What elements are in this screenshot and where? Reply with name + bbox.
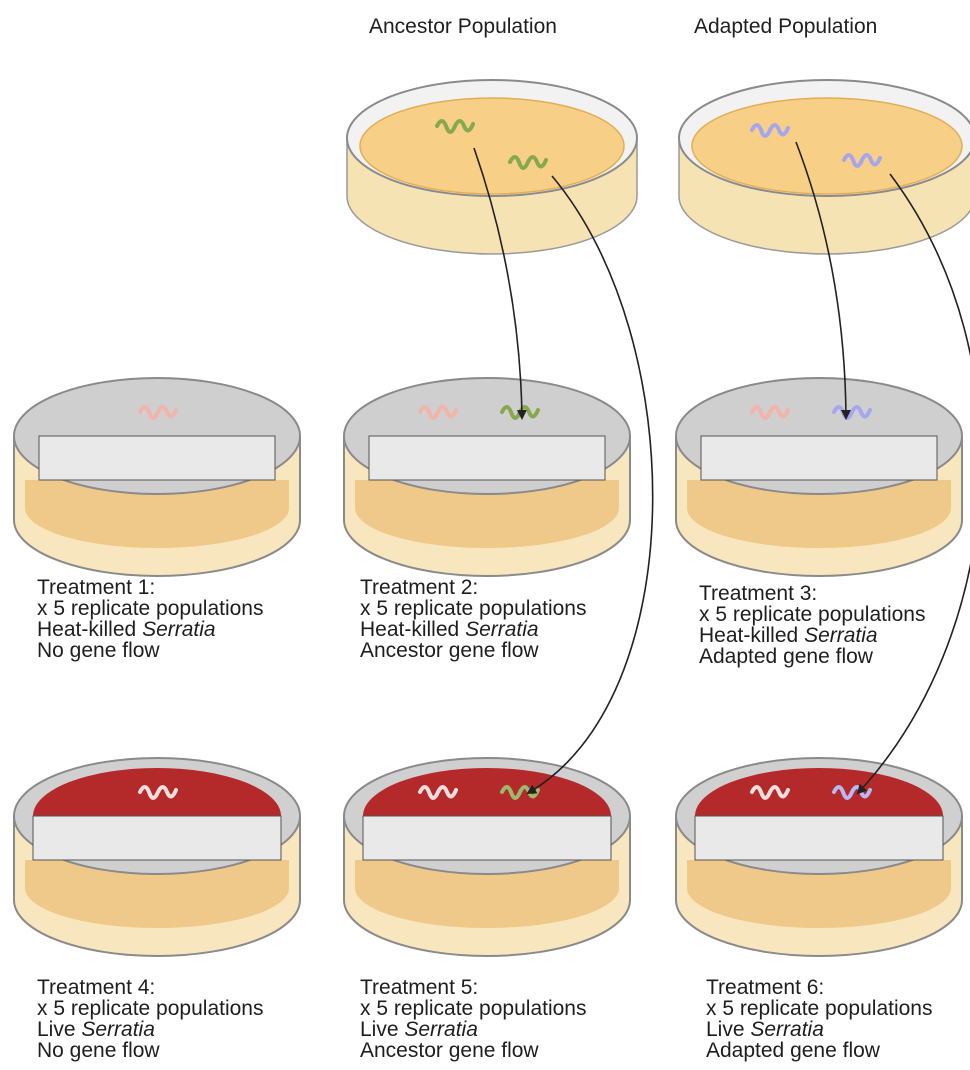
treatment-title: Treatment 5:: [360, 977, 586, 998]
gene-flow-type: Ancestor gene flow: [360, 1040, 586, 1061]
treatment-2-caption: Treatment 2: x 5 replicate populations H…: [360, 577, 586, 661]
treatment-4-caption: Treatment 4: x 5 replicate populations L…: [37, 977, 263, 1061]
gene-flow-type: Ancestor gene flow: [360, 640, 586, 661]
treatment-3-dish: [676, 378, 962, 576]
replicate-count: x 5 replicate populations: [706, 998, 932, 1019]
treatment-4-dish: [14, 758, 300, 956]
treatment-5-dish: [344, 758, 630, 956]
replicate-count: x 5 replicate populations: [37, 598, 263, 619]
replicate-count: x 5 replicate populations: [699, 604, 925, 625]
treatment-title: Treatment 4:: [37, 977, 263, 998]
serratia-condition: Live Serratia: [37, 1019, 263, 1040]
treatment-3-caption: Treatment 3: x 5 replicate populations H…: [699, 583, 925, 667]
serratia-condition: Live Serratia: [360, 1019, 586, 1040]
treatment-5-caption: Treatment 5: x 5 replicate populations L…: [360, 977, 586, 1061]
replicate-count: x 5 replicate populations: [360, 998, 586, 1019]
serratia-condition: Heat-killed Serratia: [37, 619, 263, 640]
gene-flow-type: No gene flow: [37, 1040, 263, 1061]
replicate-count: x 5 replicate populations: [360, 598, 586, 619]
treatment-1-dish: [14, 378, 300, 576]
replicate-count: x 5 replicate populations: [37, 998, 263, 1019]
serratia-condition: Heat-killed Serratia: [699, 625, 925, 646]
gene-flow-type: Adapted gene flow: [699, 646, 925, 667]
treatment-6-dish: [676, 758, 962, 956]
gene-flow-type: No gene flow: [37, 640, 263, 661]
treatment-6-caption: Treatment 6: x 5 replicate populations L…: [706, 977, 932, 1061]
treatment-title: Treatment 6:: [706, 977, 932, 998]
treatment-2-dish: [344, 378, 630, 576]
treatment-title: Treatment 2:: [360, 577, 586, 598]
treatment-title: Treatment 1:: [37, 577, 263, 598]
serratia-condition: Heat-killed Serratia: [360, 619, 586, 640]
treatment-title: Treatment 3:: [699, 583, 925, 604]
gene-flow-type: Adapted gene flow: [706, 1040, 932, 1061]
ancestor-source-dish: [347, 80, 637, 254]
treatment-1-caption: Treatment 1: x 5 replicate populations H…: [37, 577, 263, 661]
serratia-condition: Live Serratia: [706, 1019, 932, 1040]
adapted-source-dish: [679, 80, 970, 254]
